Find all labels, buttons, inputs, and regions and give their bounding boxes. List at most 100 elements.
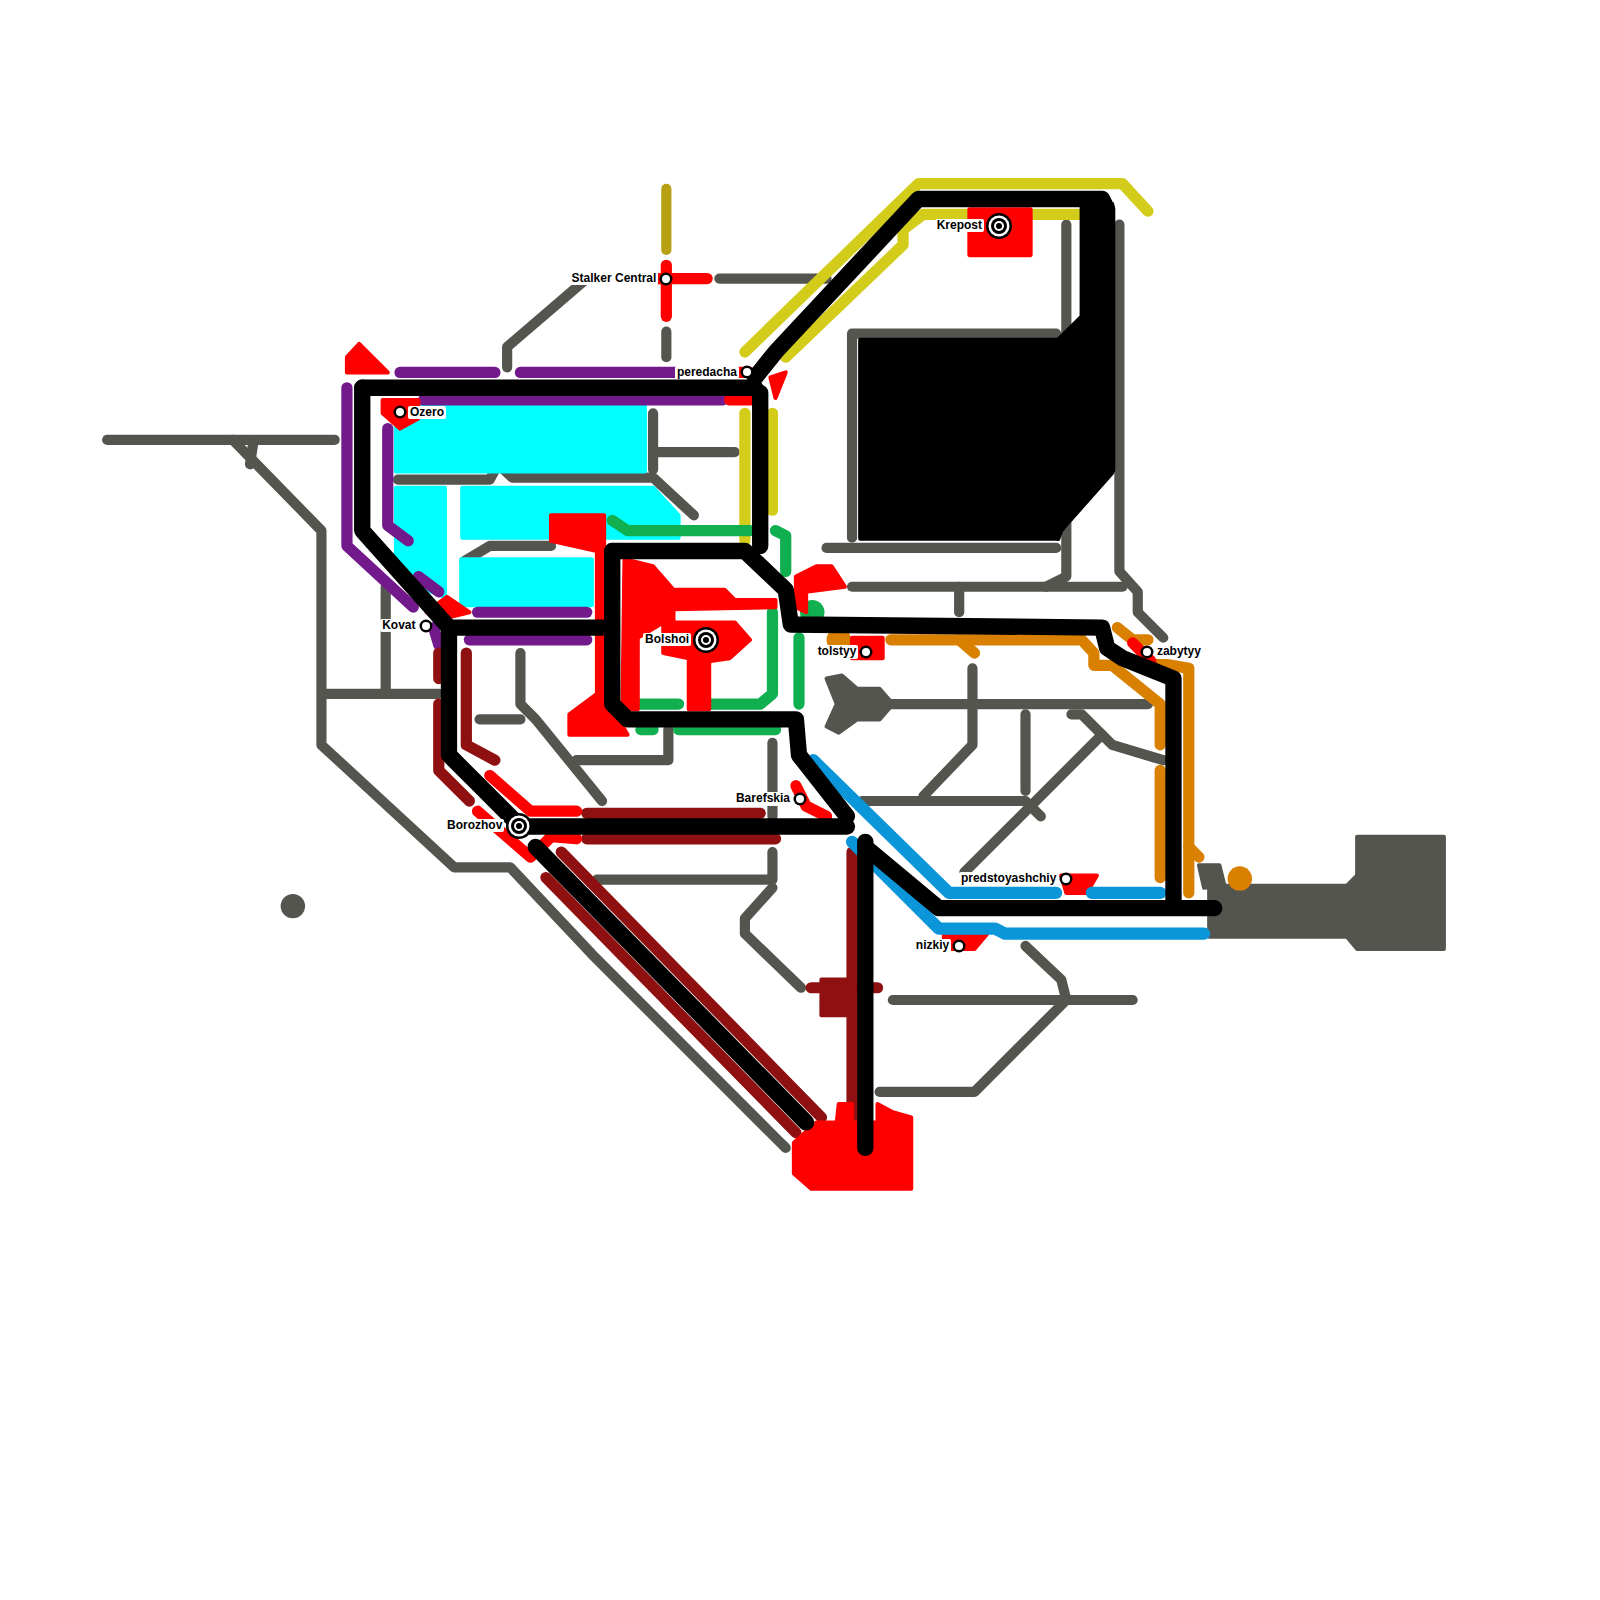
station-name: zabytyy [1155, 645, 1203, 658]
main-line [612, 551, 1173, 903]
track-line [745, 888, 801, 988]
route-line [959, 640, 974, 653]
main-line [520, 818, 847, 834]
track-line [507, 279, 612, 368]
track-line [923, 668, 972, 796]
station-name: Krepost [935, 219, 984, 232]
marker-ring [988, 215, 1009, 236]
track-line [893, 995, 1133, 1005]
track-line [480, 714, 521, 724]
marker-ring [1140, 646, 1153, 659]
terrain-block [1199, 865, 1225, 887]
lake-area [461, 559, 592, 605]
track-line [862, 801, 1041, 816]
route-line [400, 367, 495, 378]
marker-ring [796, 795, 804, 803]
marker-ring [698, 632, 714, 648]
marker-ring [662, 275, 670, 283]
station-name: Kovat [380, 619, 417, 632]
station-name: Barefskia [734, 792, 792, 805]
marker-ring [514, 821, 524, 831]
station: Bolshoi [643, 626, 720, 654]
route-line [1189, 847, 1199, 857]
marker-ring [986, 213, 1012, 239]
route-line [587, 833, 776, 844]
main-line [752, 393, 768, 546]
station-marker [393, 405, 407, 419]
station-name: predstoyashchiy [959, 872, 1058, 885]
route-line [466, 653, 495, 760]
marker-ring [396, 408, 404, 416]
track-line [658, 447, 735, 457]
route-line [546, 878, 796, 1133]
station-marker [1059, 872, 1073, 886]
main-line [865, 847, 1214, 908]
station: Kovat [380, 619, 432, 633]
track-line [878, 699, 1148, 709]
terrain-dot [281, 894, 305, 918]
main-line [362, 380, 755, 396]
marker-ring [743, 368, 751, 376]
marker-ring [701, 635, 711, 645]
marker-ring [422, 622, 430, 630]
station-marker [793, 792, 807, 806]
track-line [250, 444, 253, 464]
route-dot [1228, 866, 1252, 890]
marker-ring [516, 823, 522, 829]
station: Ozero [393, 405, 446, 419]
marker-ring [693, 627, 719, 653]
station-name: tolstyy [816, 645, 859, 658]
terrain-block [827, 676, 1444, 949]
major-station-marker [505, 812, 533, 840]
station-name: Ozero [408, 406, 446, 419]
station-name: peredacha [675, 366, 739, 379]
track-line [381, 587, 391, 694]
main-line [362, 199, 1214, 1148]
route-line [666, 189, 667, 250]
route-line [388, 429, 408, 541]
route-line [661, 189, 671, 250]
station-marker [740, 365, 754, 379]
marker-ring [860, 646, 873, 659]
route-line [745, 184, 1148, 541]
station: peredacha [675, 365, 754, 379]
station-marker [419, 619, 433, 633]
station: Krepost [935, 212, 1013, 240]
station-marker [659, 272, 673, 286]
track-line [107, 435, 335, 445]
marker-ring [740, 366, 753, 379]
marker-ring [955, 942, 963, 950]
track-line [1026, 946, 1067, 1000]
main-block [860, 204, 1112, 539]
zone-area [770, 372, 785, 398]
track-line [597, 852, 773, 880]
station: predstoyashchiy [959, 872, 1073, 886]
station: Borozhov [445, 812, 533, 840]
marker-ring [660, 272, 673, 285]
route-line [739, 413, 750, 541]
route-line [1092, 887, 1160, 899]
station: tolstyy [816, 645, 874, 659]
marker-ring [1060, 872, 1073, 885]
main-block [860, 340, 1058, 539]
station-marker [952, 939, 966, 953]
lake-area [396, 406, 645, 471]
station-name: Borozhov [445, 819, 504, 832]
route-line [478, 607, 587, 618]
station-marker [859, 645, 873, 659]
station: Barefskia [734, 792, 807, 806]
route-line [612, 520, 750, 530]
station-marker [1140, 645, 1154, 659]
track-line [852, 582, 1122, 592]
terrain-block [1209, 837, 1444, 949]
marker-ring [862, 648, 870, 656]
main-line [449, 619, 602, 635]
marker-ring [509, 815, 530, 836]
station: Stalker Central [570, 272, 674, 286]
track-line [954, 587, 964, 613]
terrain-dot [281, 894, 305, 918]
marker-ring [996, 223, 1002, 229]
route-dot [827, 628, 1253, 891]
marker-ring [1143, 648, 1151, 656]
